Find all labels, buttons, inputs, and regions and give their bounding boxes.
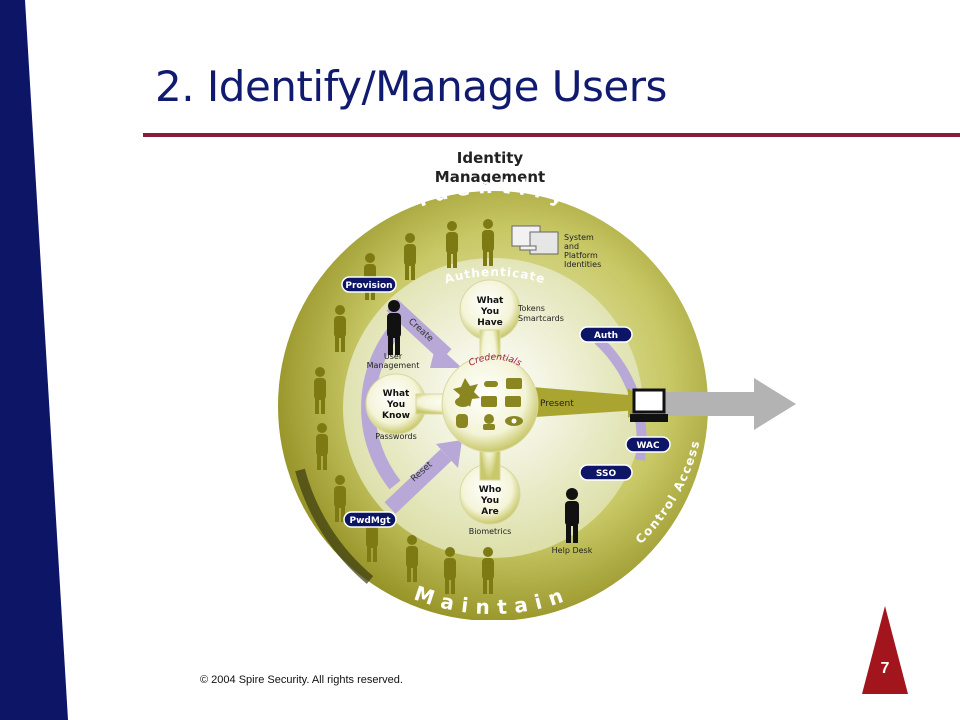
page-number: 7 [880,660,890,677]
page-number-badge [862,606,908,694]
help-desk-person-icon [565,488,579,543]
computer-icon [630,388,668,422]
present-label: Present [540,399,574,409]
passwords-caption: Passwords [375,432,417,441]
svg-text:WAC: WAC [636,441,659,451]
person-icon [334,305,346,352]
identity-management-diagram: Identity Management Identify Maintain Co… [278,149,796,620]
help-desk-caption: Help Desk [552,546,593,555]
hand-icon [456,414,468,428]
what-you-know-line1: What [383,389,410,399]
present-arrow [520,386,640,418]
computer-windows-icon [511,225,559,255]
svg-text:SSO: SSO [596,469,617,479]
biometrics-caption: Biometrics [469,527,512,536]
tokens-caption: Tokens [517,304,545,313]
user-management-line1: User [384,352,403,361]
auth-pill: Auth [579,326,633,343]
person-icon [482,219,494,266]
credential-icons [453,378,523,430]
person-icon [316,423,328,470]
key-icon [484,381,498,387]
what-you-have-line3: Have [477,318,503,328]
person-icon [334,475,346,522]
user-management-line2: Management [367,361,420,370]
output-arrow [664,378,796,430]
what-you-know-line2: You [386,400,405,410]
what-you-have-line2: You [480,307,499,317]
svg-text:Provision: Provision [345,281,392,291]
smartcards-caption: Smartcards [518,314,564,323]
reset-arrow [384,449,452,514]
title-divider [143,133,960,137]
smartcard-icon [481,396,497,407]
who-you-are-line1: Who [479,485,502,495]
person-icon [314,367,326,414]
wac-pill: WAC [625,436,671,453]
provision-pill: Provision [341,276,397,293]
person-icon [404,233,416,280]
copyright-footer: © 2004 Spire Security. All rights reserv… [200,674,403,686]
slide-title: 2. Identify/Manage Users [155,62,667,111]
ring-shadow [295,468,374,584]
person-icon [444,547,456,594]
system-identities-line1: System [564,233,594,242]
people-silhouettes [314,219,494,594]
who-you-are-line2: You [480,496,499,506]
card-icon [506,378,522,389]
svg-text:Auth: Auth [594,331,618,341]
diagram-heading-identity: Identity [457,149,524,167]
left-accent-bar [0,0,68,720]
face-icon [484,414,494,424]
system-identities-line4: Identities [564,260,601,269]
pwdmgt-pill: PwdMgt [343,511,397,528]
reset-arrowhead [436,440,462,468]
what-you-have-line1: What [477,296,504,306]
system-identities-line3: Platform [564,251,598,260]
person-icon [406,535,418,582]
who-you-are-line3: Are [481,507,499,517]
sso-pill: SSO [579,464,633,481]
user-management-person-icon [387,300,401,355]
what-you-know-line3: Know [382,411,410,421]
person-icon [482,547,494,594]
diagram-heading-management: Management [435,168,545,186]
create-arrowhead [430,344,462,368]
svg-text:PwdMgt: PwdMgt [349,516,391,526]
oval-icon [455,397,471,407]
token-icon [505,396,521,407]
person-icon [446,221,458,268]
system-identities-line2: and [564,242,579,251]
